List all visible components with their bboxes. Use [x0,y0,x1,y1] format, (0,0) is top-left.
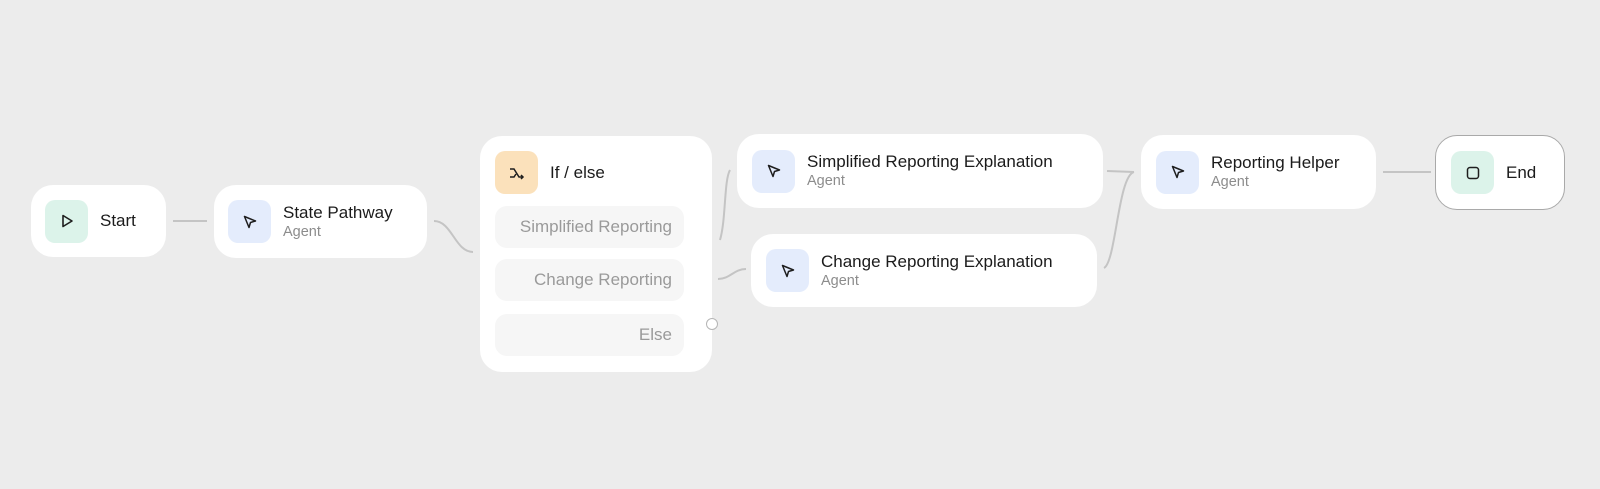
edge-change-to-helper [1103,171,1135,269]
play-icon [45,199,88,243]
cursor-icon [766,249,809,292]
node-subtitle: Agent [1211,174,1249,190]
branch-icon [495,151,538,194]
if-else-title: If / else [550,162,605,182]
node-title: State Pathway [283,202,393,222]
start-node[interactable]: Start [31,185,166,257]
cursor-icon [228,200,271,243]
else-output-handle[interactable] [706,318,718,330]
edge-branch-simplified-to-explanation [719,169,731,241]
node-title: Simplified Reporting Explanation [807,152,1053,171]
node-subtitle: Agent [821,272,859,289]
branch-change-reporting[interactable]: Change Reporting [495,259,684,301]
agent-node-simplified-reporting-explanation[interactable]: Simplified Reporting Explanation Agent [737,134,1103,208]
if-else-node[interactable]: If / else Simplified Reporting Change Re… [480,136,712,372]
cursor-icon [1156,150,1199,194]
start-node-title: Start [100,211,136,230]
node-title: Change Reporting Explanation [821,251,1053,271]
node-subtitle: Agent [807,173,845,189]
cursor-icon [752,149,795,193]
end-node-title: End [1506,162,1537,182]
edge-state-pathway-to-if-else [433,220,474,253]
stop-icon [1451,151,1494,194]
node-subtitle: Agent [283,223,321,240]
agent-node-change-reporting-explanation[interactable]: Change Reporting Explanation Agent [751,234,1097,307]
node-title: Reporting Helper [1211,153,1340,172]
agent-node-state-pathway[interactable]: State Pathway Agent [214,185,427,258]
branch-simplified-reporting[interactable]: Simplified Reporting [495,206,684,248]
edge-branch-change-to-explanation [717,268,747,280]
agent-node-reporting-helper[interactable]: Reporting Helper Agent [1141,135,1376,209]
edge-simplified-to-helper [1106,170,1135,173]
end-node[interactable]: End [1435,135,1565,210]
branch-else[interactable]: Else [495,314,684,356]
